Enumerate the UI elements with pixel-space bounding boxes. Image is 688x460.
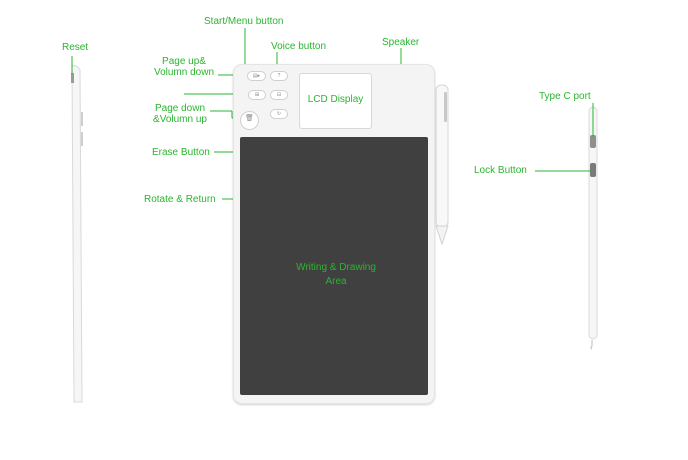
writing-area-label: Writing & Drawing Area [270, 261, 402, 289]
side-view-right [588, 106, 598, 350]
page-up-label-line2: Volumn down [153, 67, 215, 78]
rotate-label: Rotate & Return [144, 194, 216, 205]
lcd-display-label: LCD Display [307, 94, 364, 105]
writing-area [240, 137, 428, 395]
start-menu-label: Start/Menu button [204, 16, 284, 27]
speaker-label: Speaker [382, 37, 420, 48]
rotate-icon: ↻ [276, 111, 282, 117]
reset-hole [71, 73, 74, 83]
page-down-label: Page down &Volumn up [142, 103, 218, 125]
start-menu-button [247, 71, 266, 81]
page-down-label-line2: &Volumn up [153, 114, 207, 125]
type-c-port-shape [590, 135, 596, 148]
page-up-icon: ⊞ [254, 92, 260, 98]
page-up-button [248, 90, 266, 100]
writing-area-label-line2: Area [325, 276, 347, 287]
voice-label: Voice button [271, 41, 327, 52]
writing-area-label-line1: Writing & Drawing [296, 262, 376, 273]
menu-icon: ▤▸ [252, 73, 261, 79]
lcd-display [299, 73, 372, 129]
lock-button-shape [590, 163, 596, 177]
voice-icon: ? [277, 73, 281, 79]
side-view-left [71, 65, 83, 403]
erase-label: Erase Button [152, 147, 210, 158]
type-c-label: Type C port [539, 91, 591, 102]
voice-button [270, 71, 288, 81]
page-up-label-line1: Page up& [162, 56, 206, 67]
page-up-label: Page up& Volumn down [146, 56, 222, 78]
erase-button [240, 111, 259, 130]
lock-label: Lock Button [474, 165, 527, 176]
reset-label: Reset [62, 42, 89, 53]
page-down-button [270, 90, 288, 100]
page-down-label-line1: Page down [154, 103, 206, 114]
rotate-return-button [270, 109, 288, 119]
trash-icon: 🗑 [245, 115, 254, 122]
page-down-icon: ⊟ [276, 92, 282, 98]
stylus [435, 84, 449, 246]
